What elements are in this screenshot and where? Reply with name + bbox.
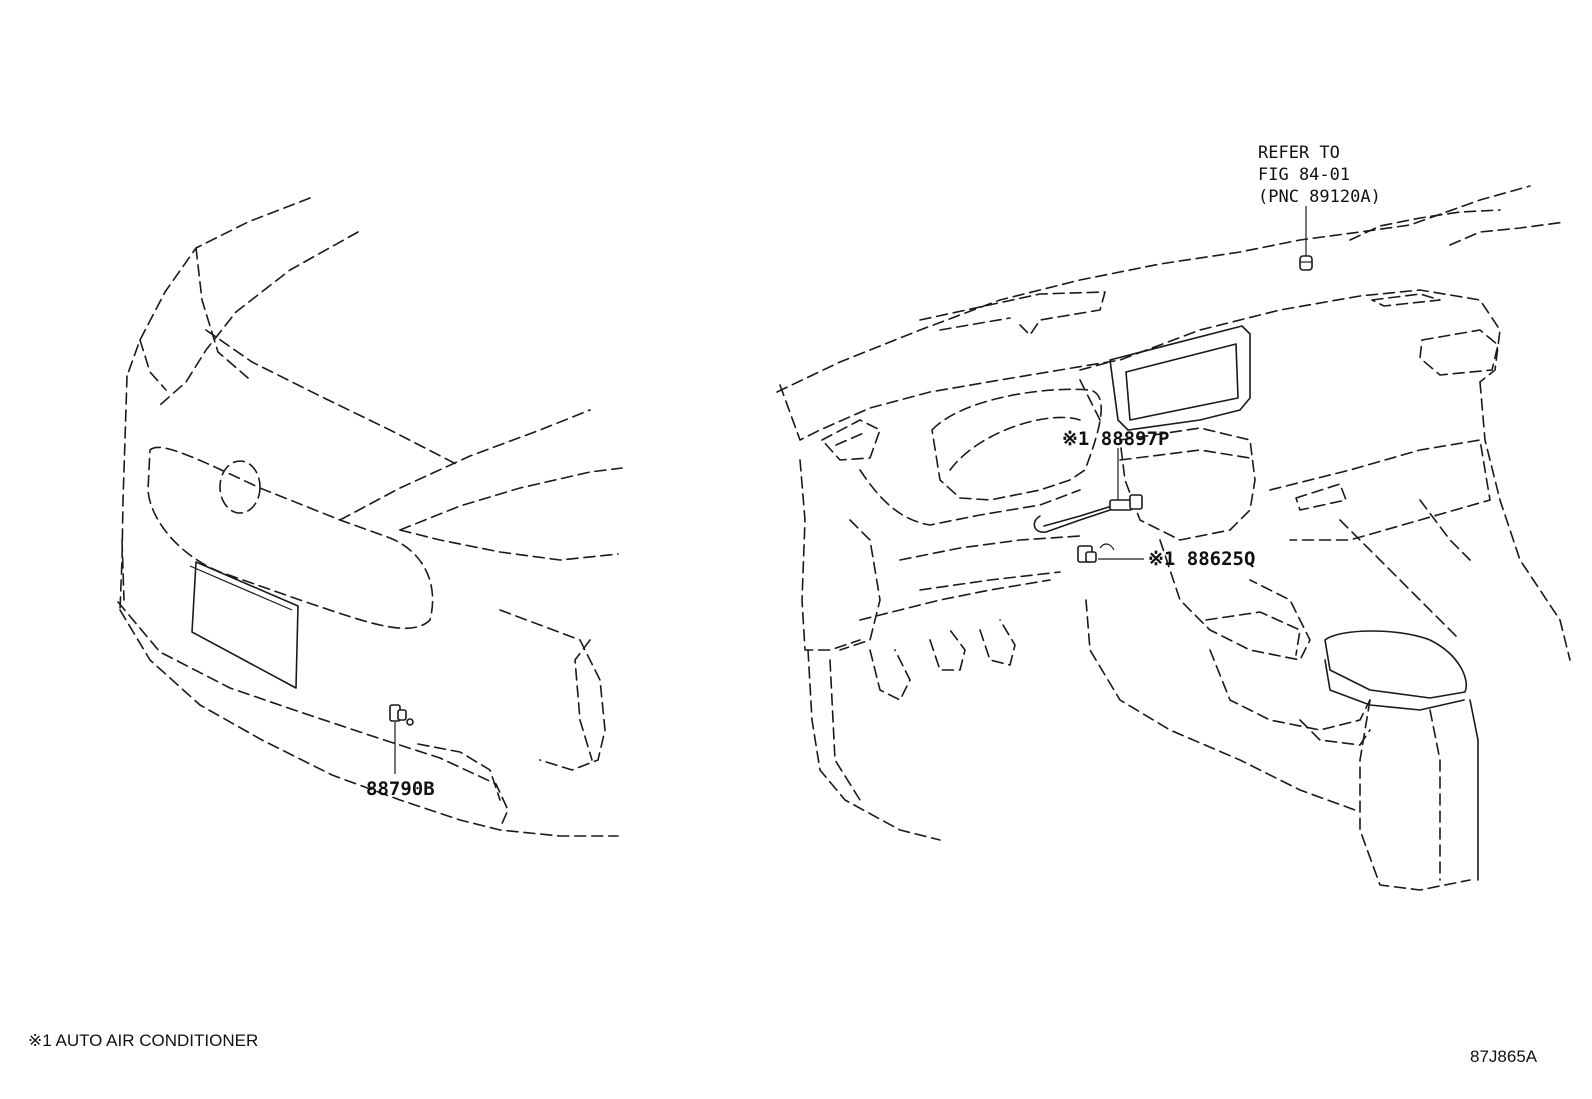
ambient-temperature-sensor-icon [389,704,414,726]
footnote: ※1 AUTO AIR CONDITIONER [28,1031,258,1050]
connector-icon [1077,543,1115,563]
reference-note-line3: (PNC 89120A) [1258,187,1381,207]
reference-note-line2: FIG 84-01 [1258,165,1350,185]
figure-code: 87J865A [1470,1047,1538,1066]
front-bumper-outline [117,197,623,837]
callout-88790B: 88790B [366,778,435,800]
reference-note-line1: REFER TO [1258,143,1340,163]
callout-88897P: ※1 88897P [1062,428,1169,450]
solar-sensor-icon [1299,255,1313,271]
callout-88625Q: ※1 88625Q [1148,548,1255,570]
instrument-panel-outline [776,185,1571,891]
room-temperature-sensor-icon [1033,494,1143,533]
